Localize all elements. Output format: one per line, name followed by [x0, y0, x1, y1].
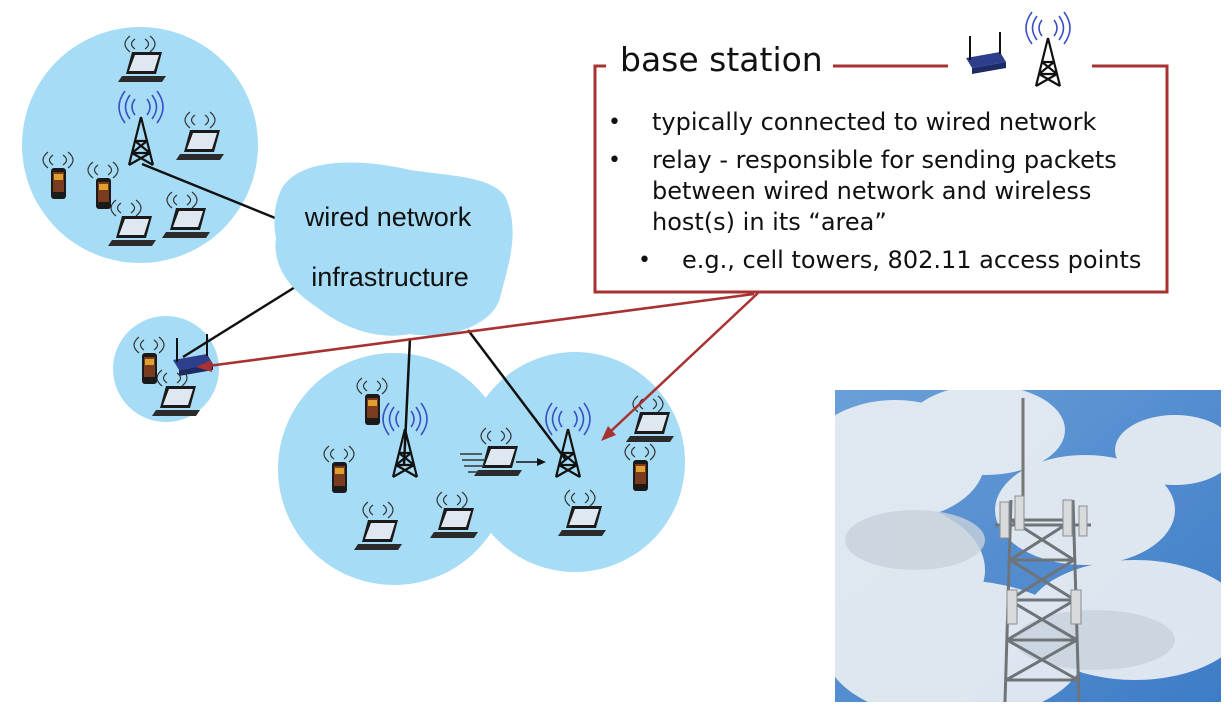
bullet-item: •typically connected to wired network — [608, 108, 1097, 136]
phone-icon — [332, 462, 347, 493]
phone-icon — [142, 353, 157, 384]
phone-icon — [96, 178, 111, 209]
wired-network-cloud — [274, 162, 513, 336]
wifi-router-icon — [965, 31, 1007, 75]
phone-icon — [365, 394, 380, 425]
sub-bullet-item: •e.g., cell towers, 802.11 access points — [638, 246, 1142, 274]
cell-tower-icon — [1024, 10, 1072, 88]
wired-link-3 — [402, 337, 412, 466]
wired-link-1 — [141, 162, 286, 224]
cell-tower-photo — [835, 390, 1221, 702]
callout-arrow-router-head — [196, 360, 212, 372]
bullet-text: typically connected to wired network — [652, 108, 1097, 136]
sub-bullet-text: e.g., cell towers, 802.11 access points — [682, 246, 1142, 274]
callout-arrow-tower-head — [601, 426, 616, 441]
callout-arrow-router — [207, 292, 755, 368]
bullet-text: relay - responsible for sending packets … — [652, 146, 1117, 236]
callout-title: base station — [610, 40, 833, 79]
phone-icon — [633, 460, 648, 491]
wired-link-4 — [467, 329, 567, 461]
cloud-label-line2: infrastructure — [311, 262, 469, 292]
callout-box-border — [593, 64, 1169, 294]
callout-arrow-tower — [609, 292, 759, 433]
phone-icon — [51, 168, 66, 199]
callout-bullets: •typically connected to wired network •r… — [604, 107, 1164, 283]
motion-lines — [460, 453, 486, 473]
wired-link-2 — [182, 282, 301, 359]
bullet-item: •relay - responsible for sending packets… — [608, 146, 1117, 236]
mobility-arrow-head — [537, 458, 546, 466]
cloud-label-line1: wired network — [304, 202, 472, 232]
